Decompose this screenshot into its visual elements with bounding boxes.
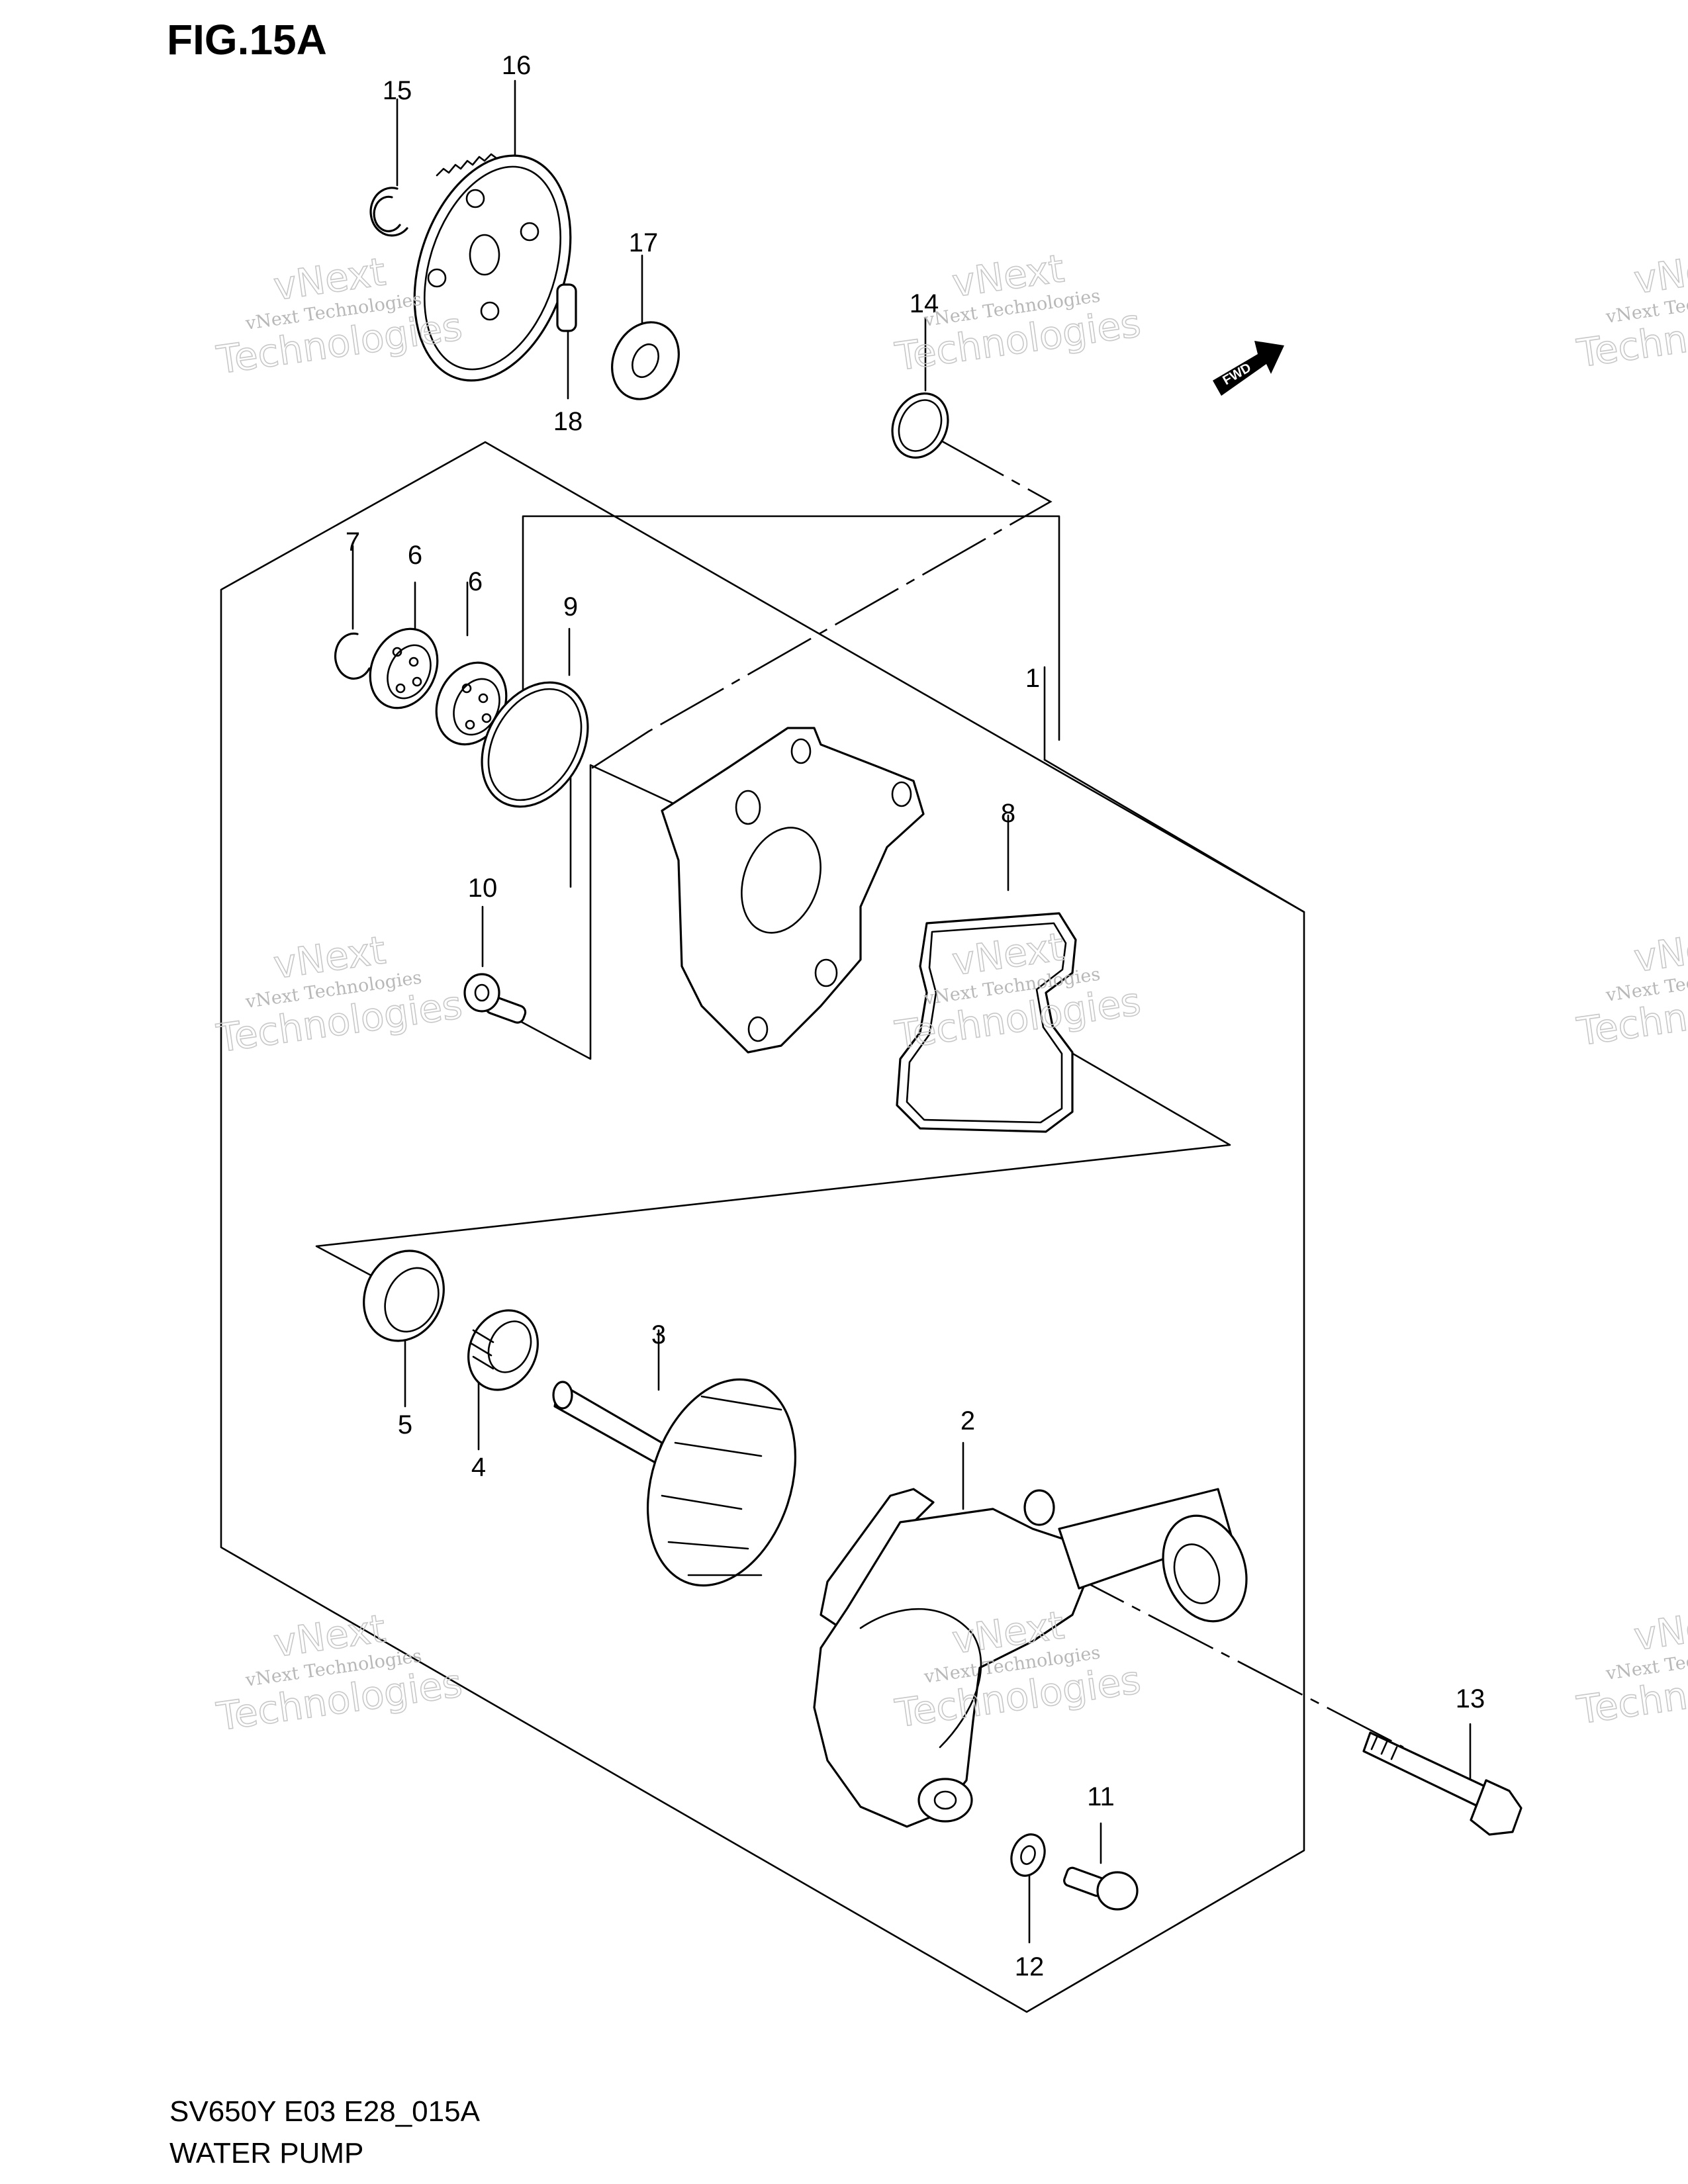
callout-12: 12 [1015,1952,1045,1981]
pump-body-2 [813,1488,1248,1828]
watermark-right-mid: vNext vNext Technologies Technologies [1573,920,1688,1055]
callout-1: 1 [1025,664,1040,693]
callout-17: 17 [629,228,659,257]
callout-8: 8 [1001,799,1015,828]
figure-name: WATER PUMP [169,2137,363,2169]
watermark-right-bottom: vNext vNext Technologies Technologies [1573,1598,1688,1733]
circlip-15 [369,187,408,237]
svg-text:vNext: vNext [1631,242,1688,302]
callout-6a: 6 [408,541,422,570]
watermark-right-top: vNext vNext Technologies Technologies [1573,242,1688,377]
watermarks: vNext vNext Technologies Technologies vN… [213,242,1688,1740]
callout-15: 15 [383,76,412,105]
figure-title: FIG.15A [167,16,327,64]
svg-text:vNext: vNext [1631,1599,1688,1659]
o-ring-14 [891,392,949,459]
callout-2: 2 [961,1406,975,1435]
pin-18 [556,283,577,332]
callout-9: 9 [563,592,578,621]
watermark-left-bottom: vNext vNext Technologies Technologies [213,1605,465,1740]
bearing-6a [369,627,439,709]
bolt-11 [1063,1866,1139,1911]
watermark-mid-mid: vNext vNext Technologies Technologies [892,923,1144,1058]
mechanical-seal-4 [467,1309,539,1391]
svg-text:vNext: vNext [1631,921,1688,981]
watermark-left-mid: vNext vNext Technologies Technologies [213,927,465,1062]
gasket-8 [896,912,1077,1133]
leader-lines [315,79,1472,1944]
figure-code: SV650Y E03 E28_015A [169,2095,481,2128]
callout-labels: 1 2 3 4 5 6 6 7 8 9 10 11 12 13 14 15 16… [346,51,1485,1981]
pump-cover-1 [661,727,925,1054]
washer-12 [1010,1833,1046,1877]
fitting-10 [463,973,527,1024]
callout-3: 3 [651,1320,666,1349]
callout-6b: 6 [468,567,483,596]
fwd-arrow-icon: FWD [1213,341,1284,396]
callout-7: 7 [346,527,360,557]
callout-11: 11 [1087,1782,1115,1811]
callout-13: 13 [1456,1684,1485,1713]
callout-14: 14 [910,289,939,318]
circlip-7 [334,632,371,680]
bolt-13 [1362,1731,1523,1836]
callout-18: 18 [553,407,583,436]
callout-4: 4 [471,1453,486,1482]
callout-16: 16 [502,51,532,80]
oil-seal-5 [363,1250,445,1342]
callout-10: 10 [468,874,498,903]
callout-5: 5 [398,1410,412,1439]
washer-17 [611,321,680,400]
o-ring-9 [481,681,589,808]
impeller-shaft-3 [552,1378,797,1587]
gear-16 [413,153,572,382]
